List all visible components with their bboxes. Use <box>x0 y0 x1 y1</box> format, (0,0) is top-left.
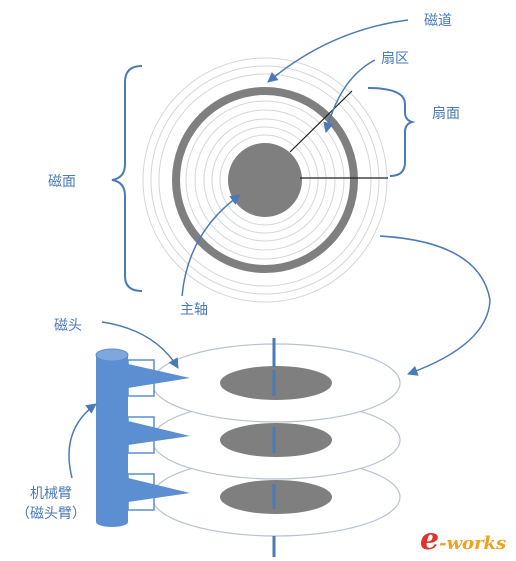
connector-arrow <box>379 235 491 376</box>
head-2 <box>128 421 190 445</box>
platter-3 <box>151 457 401 537</box>
head-arrow <box>101 321 179 369</box>
actuator-arm <box>95 348 190 527</box>
label-surface: 磁面 <box>48 174 76 190</box>
label-arm: 机械臂 <box>30 486 72 502</box>
label-sector: 扇区 <box>381 51 409 67</box>
svg-text:e-works: e-works <box>420 522 506 557</box>
label-spindle: 主轴 <box>180 302 208 318</box>
sector-face-brace <box>367 87 416 177</box>
platter-1 <box>151 343 401 423</box>
spindle-arrow <box>181 194 241 297</box>
label-track: 磁道 <box>424 13 452 29</box>
arm-arrow <box>68 403 97 479</box>
watermark-prefix: e <box>420 522 439 557</box>
disk-surface <box>142 57 388 303</box>
head-1 <box>128 364 190 388</box>
platter-stack <box>151 338 401 557</box>
track-arrow <box>267 19 409 83</box>
spindle-hub <box>228 143 302 217</box>
eworks-watermark: e-works <box>420 522 506 557</box>
surface-brace <box>111 65 143 292</box>
head-3 <box>128 478 190 502</box>
label-sector-face: 扇面 <box>432 106 460 122</box>
label-head: 磁头 <box>54 318 82 334</box>
highlighted-track <box>172 87 358 273</box>
watermark-suffix: -works <box>439 533 506 554</box>
sector-arrow <box>323 59 376 134</box>
sector-line-upper <box>289 90 353 153</box>
label-arm-alt: （磁头臂） <box>16 506 86 522</box>
